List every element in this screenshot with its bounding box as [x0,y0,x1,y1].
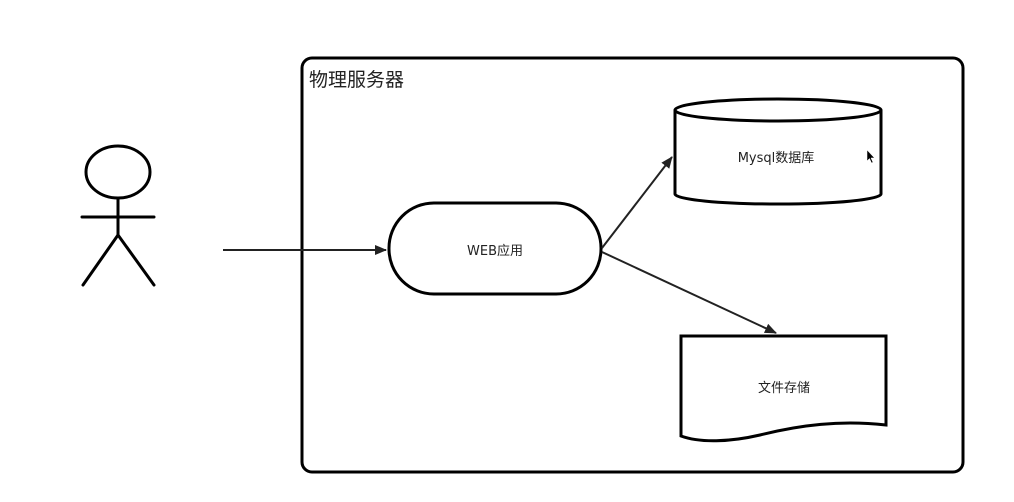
mouse-cursor-icon [866,149,876,164]
actor-head [84,144,152,200]
mysql-database-node[interactable]: Mysql数据库 [673,97,883,206]
actor-right-leg [116,233,156,287]
web-app-label: WEB应用 [467,243,523,259]
web-app-node[interactable]: WEB应用 [387,201,603,296]
file-storage-label: 文件存储 [758,381,810,396]
actor-left-leg [81,233,120,287]
edge-web-to-files[interactable] [601,251,777,334]
mysql-database-label: Mysql数据库 [738,150,815,166]
file-storage-node[interactable]: 文件存储 [679,334,888,443]
edge-web-to-mysql[interactable] [601,156,673,249]
actor-figure[interactable] [80,144,156,287]
server-container[interactable]: 物理服务器 [300,56,965,474]
server-title: 物理服务器 [309,69,404,91]
